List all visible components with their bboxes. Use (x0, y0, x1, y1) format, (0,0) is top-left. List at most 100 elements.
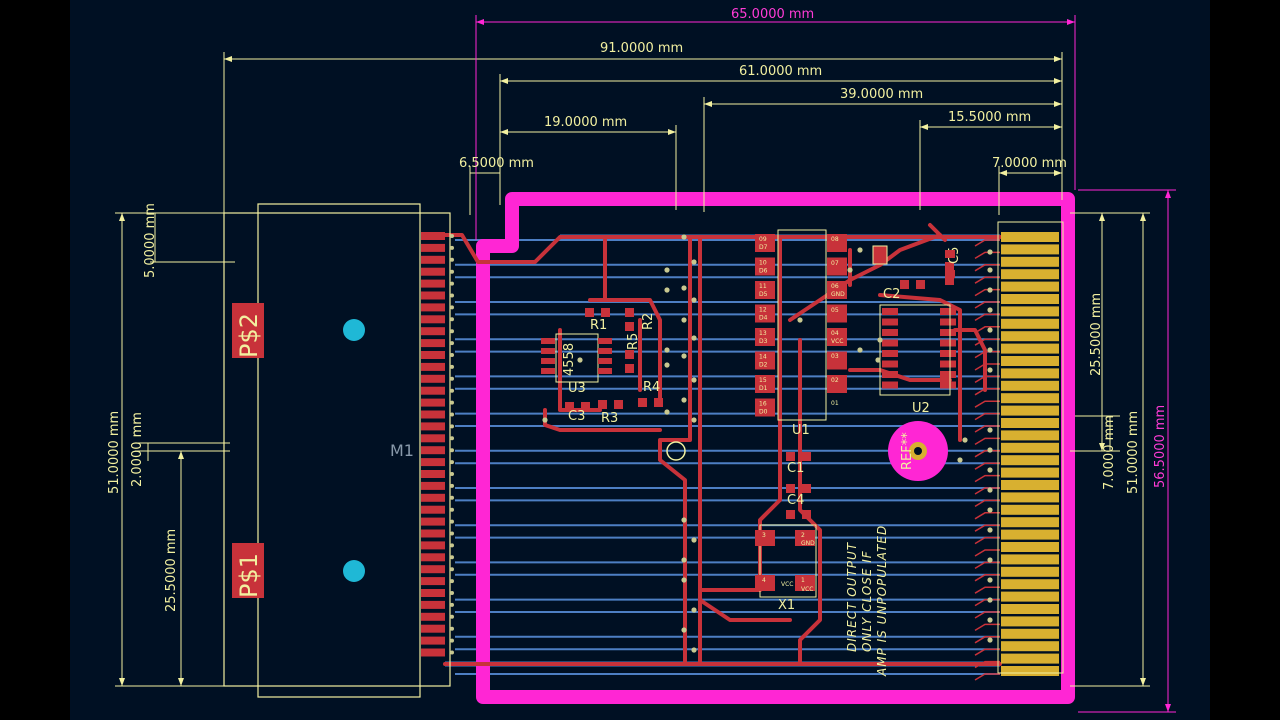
passive-pad[interactable] (786, 452, 795, 461)
gold-finger[interactable] (1001, 455, 1059, 466)
c4-reference[interactable]: C4 (787, 493, 804, 508)
m1-pad-via[interactable] (450, 317, 454, 322)
m1-pad[interactable] (421, 553, 445, 562)
via[interactable] (987, 527, 993, 533)
passive-pad[interactable] (945, 262, 954, 271)
passive-pad[interactable] (802, 484, 811, 493)
m1-pad-via[interactable] (450, 305, 454, 310)
via[interactable] (681, 317, 687, 323)
m1-pad-via[interactable] (450, 400, 454, 405)
passive-pad[interactable] (786, 510, 795, 519)
m1-pad-via[interactable] (450, 555, 454, 560)
m1-pad[interactable] (421, 434, 445, 443)
m1-pad[interactable] (421, 458, 445, 467)
r1-reference[interactable]: R1 (590, 318, 607, 333)
passive-pad[interactable] (598, 400, 607, 409)
dim-61[interactable]: 61.0000 mm (739, 64, 822, 79)
passive-pad[interactable] (625, 322, 634, 331)
m1-pad[interactable] (421, 624, 445, 633)
m1-pad-via[interactable] (450, 424, 454, 429)
via[interactable] (957, 457, 963, 463)
dim-25-5-left[interactable]: 25.5000 mm (164, 529, 179, 612)
m1-pad[interactable] (421, 374, 445, 383)
via[interactable] (987, 267, 993, 273)
m1-pad[interactable] (421, 232, 445, 240)
r2-reference[interactable]: R2 (641, 313, 656, 330)
m1-pad-via[interactable] (450, 234, 454, 238)
dim-7-right[interactable]: 7.0000 mm (1102, 415, 1117, 490)
mount-hole-ps2[interactable] (343, 319, 365, 341)
gold-finger[interactable] (1001, 343, 1059, 354)
via[interactable] (664, 347, 670, 353)
u2-pad[interactable] (940, 308, 956, 315)
u3-pad[interactable] (598, 338, 612, 344)
gold-finger[interactable] (1001, 318, 1059, 329)
via[interactable] (691, 259, 697, 265)
gold-finger[interactable] (1001, 430, 1059, 441)
m1-pad[interactable] (421, 386, 445, 395)
m1-pad-via[interactable] (450, 507, 454, 512)
gold-finger[interactable] (1001, 244, 1059, 255)
c1-reference[interactable]: C1 (787, 461, 804, 476)
u2-pad[interactable] (940, 318, 956, 326)
m1-pad-via[interactable] (450, 281, 454, 286)
dim-51-left[interactable]: 51.0000 mm (107, 411, 122, 494)
via[interactable] (691, 647, 697, 653)
m1-pad-via[interactable] (450, 436, 454, 441)
m1-pad[interactable] (421, 470, 445, 478)
via[interactable] (681, 627, 687, 633)
gold-finger[interactable] (1001, 666, 1059, 676)
gold-finger[interactable] (1001, 356, 1059, 366)
passive-pad[interactable] (565, 402, 574, 411)
m1-pad-via[interactable] (450, 269, 454, 274)
gold-finger[interactable] (1001, 604, 1059, 614)
gold-finger[interactable] (1001, 331, 1059, 342)
u1-right-pad[interactable] (827, 257, 847, 276)
r3-reference[interactable]: R3 (601, 411, 618, 426)
dim-2[interactable]: 2.0000 mm (130, 412, 145, 487)
dim-5[interactable]: 5.0000 mm (143, 203, 158, 278)
m1-pad-via[interactable] (450, 448, 454, 453)
u1-left-pad[interactable] (755, 234, 775, 252)
via[interactable] (987, 367, 993, 373)
u2-pad[interactable] (940, 381, 956, 389)
via[interactable] (664, 267, 670, 273)
passive-pad[interactable] (581, 402, 590, 411)
ref-footprint[interactable]: REF** (888, 421, 948, 481)
dim-39[interactable]: 39.0000 mm (840, 87, 923, 102)
u1-right-pad[interactable] (827, 351, 847, 370)
dim-91[interactable]: 91.0000 mm (600, 41, 683, 56)
u2-pad[interactable] (940, 339, 956, 347)
via[interactable] (797, 317, 803, 323)
via[interactable] (987, 427, 993, 433)
gold-finger[interactable] (1001, 269, 1059, 280)
m1-pad[interactable] (421, 422, 445, 431)
m1-pad[interactable] (421, 243, 445, 252)
u1-dip-pads[interactable]: 09D710D611D512D413D314D215D116D0080706GN… (755, 234, 847, 417)
via[interactable] (987, 507, 993, 513)
passive-pad[interactable] (625, 308, 634, 317)
dim-25-5-right[interactable]: 25.5000 mm (1089, 293, 1104, 376)
m1-pad-via[interactable] (450, 495, 454, 500)
u3-pad[interactable] (541, 368, 555, 374)
gold-finger[interactable] (1001, 480, 1059, 490)
passive-pad[interactable] (585, 308, 594, 317)
m1-pad[interactable] (421, 362, 445, 371)
u2-soic-pads[interactable] (882, 308, 956, 389)
u3-pad[interactable] (598, 358, 612, 364)
via[interactable] (987, 557, 993, 563)
via[interactable] (664, 409, 670, 415)
x1-pad[interactable] (755, 575, 775, 591)
via[interactable] (681, 285, 687, 291)
r4-reference[interactable]: R4 (643, 380, 660, 395)
via[interactable] (664, 287, 670, 293)
via[interactable] (681, 353, 687, 359)
direct-output-note[interactable]: DIRECT OUTPUT ONLY CLOSE IF AMP IS UNPOP… (845, 525, 889, 677)
m1-pad[interactable] (421, 648, 445, 657)
via[interactable] (987, 617, 993, 623)
dim-51-right[interactable]: 51.0000 mm (1126, 411, 1141, 494)
gold-finger[interactable] (1001, 393, 1059, 404)
u3-op-amp[interactable]: 4558 U3 (541, 333, 612, 396)
passive-pad[interactable] (802, 452, 811, 461)
m1-pad[interactable] (421, 600, 445, 609)
